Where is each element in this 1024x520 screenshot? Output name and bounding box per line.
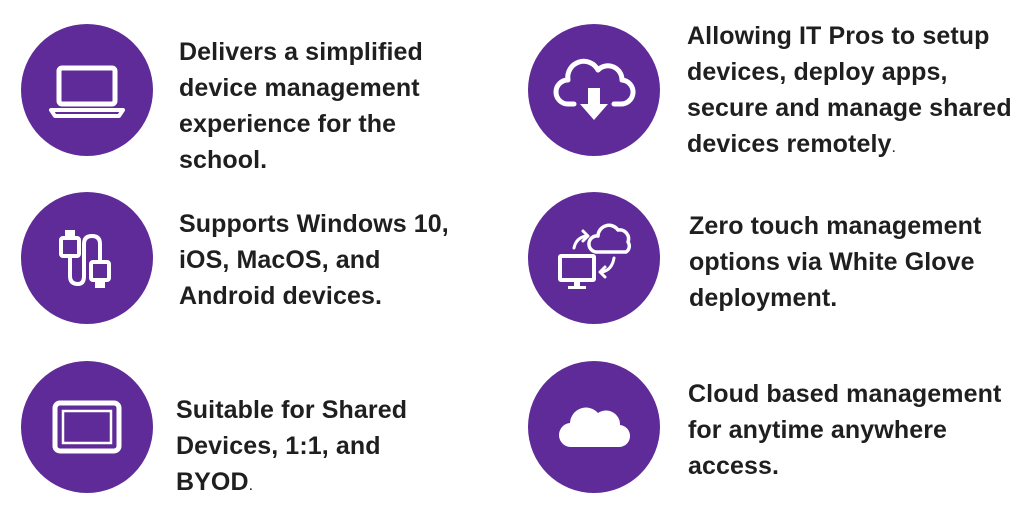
feature-line: for anytime anywhere xyxy=(688,416,948,444)
feature-line: Devices, 1:1, and xyxy=(176,432,381,460)
feature-icon-circle xyxy=(528,192,660,324)
feature-line: access. xyxy=(688,452,780,480)
feature-icon-circle xyxy=(528,24,660,156)
feature-line: Android devices. xyxy=(179,282,383,310)
feature-line: Cloud based management xyxy=(688,380,1002,408)
feature-description: Delivers a simplified device management … xyxy=(179,34,423,178)
feature-line: BYOD. xyxy=(176,464,407,504)
feature-line: Supports Windows 10, xyxy=(179,210,449,238)
feature-line: Allowing IT Pros to setup xyxy=(687,22,990,50)
feature-line: school. xyxy=(179,146,268,174)
feature-line: secure and manage shared xyxy=(687,94,1012,122)
feature-icon-circle xyxy=(21,192,153,324)
feature-line: devices, deploy apps, xyxy=(687,58,948,86)
feature-icon-circle xyxy=(21,24,153,156)
laptop-icon xyxy=(49,65,125,118)
cloud-download-icon xyxy=(553,58,636,120)
tablet-icon xyxy=(52,400,122,454)
feature-description: Supports Windows 10, iOS, MacOS, and And… xyxy=(179,206,449,314)
trailing-period: . xyxy=(891,139,897,156)
trailing-period: . xyxy=(248,477,254,494)
feature-line-text: BYOD xyxy=(176,468,249,496)
feature-line: devices remotely. xyxy=(687,126,1012,166)
cloud-sync-monitor-icon xyxy=(558,223,632,289)
feature-description: Zero touch management options via White … xyxy=(689,208,981,316)
cloud-icon xyxy=(558,407,631,448)
feature-line: iOS, MacOS, and xyxy=(179,246,381,274)
feature-icon-circle xyxy=(528,361,660,493)
feature-description: Cloud based management for anytime anywh… xyxy=(688,376,1001,484)
feature-icon-circle xyxy=(21,361,153,493)
usb-cable-icon xyxy=(59,230,111,288)
feature-line: experience for the xyxy=(179,110,397,138)
feature-line: device management xyxy=(179,74,420,102)
feature-description: Suitable for Shared Devices, 1:1, and BY… xyxy=(176,392,407,504)
feature-description: Allowing IT Pros to setup devices, deplo… xyxy=(687,18,1012,166)
feature-line: deployment. xyxy=(689,284,838,312)
feature-line-text: devices remotely xyxy=(687,130,892,158)
feature-line: Suitable for Shared xyxy=(176,396,408,424)
feature-line: options via White Glove xyxy=(689,248,975,276)
feature-line: Zero touch management xyxy=(689,212,982,240)
feature-line: Delivers a simplified xyxy=(179,38,423,66)
